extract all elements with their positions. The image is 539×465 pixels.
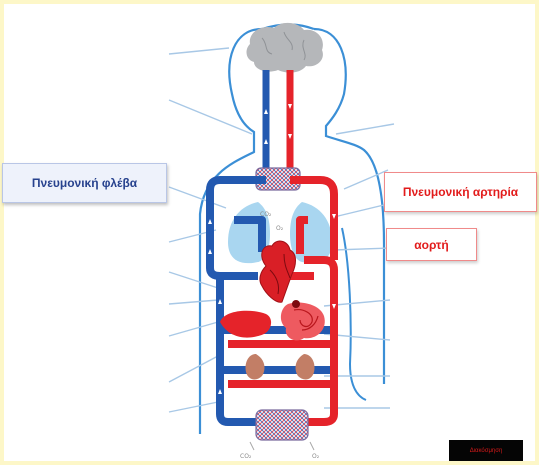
tissue-o2-pointer bbox=[310, 442, 314, 450]
left-kidney bbox=[245, 354, 264, 379]
aorta-label: αορτή bbox=[386, 228, 477, 261]
spleen bbox=[292, 300, 300, 308]
tissue-co2-pointer bbox=[250, 442, 254, 450]
tissue-o2-label: O₂ bbox=[312, 453, 320, 460]
pulmonary-artery-label: Πνευμονική αρτηρία bbox=[384, 172, 537, 212]
logo-badge: Διακόσμηση bbox=[449, 440, 523, 461]
tissue-co2-label: CO₂ bbox=[240, 453, 252, 460]
lung-o2-label: O₂ bbox=[276, 225, 284, 232]
intestines bbox=[281, 303, 325, 341]
lung-co2-label: CO₂ bbox=[260, 211, 272, 218]
right-kidney bbox=[296, 354, 315, 379]
arm-outline bbox=[342, 228, 366, 400]
brain bbox=[247, 23, 323, 73]
lower-body-capillary-bed bbox=[256, 410, 308, 440]
pulmonary-vein-label: Πνευμονική φλέβα bbox=[2, 163, 167, 203]
